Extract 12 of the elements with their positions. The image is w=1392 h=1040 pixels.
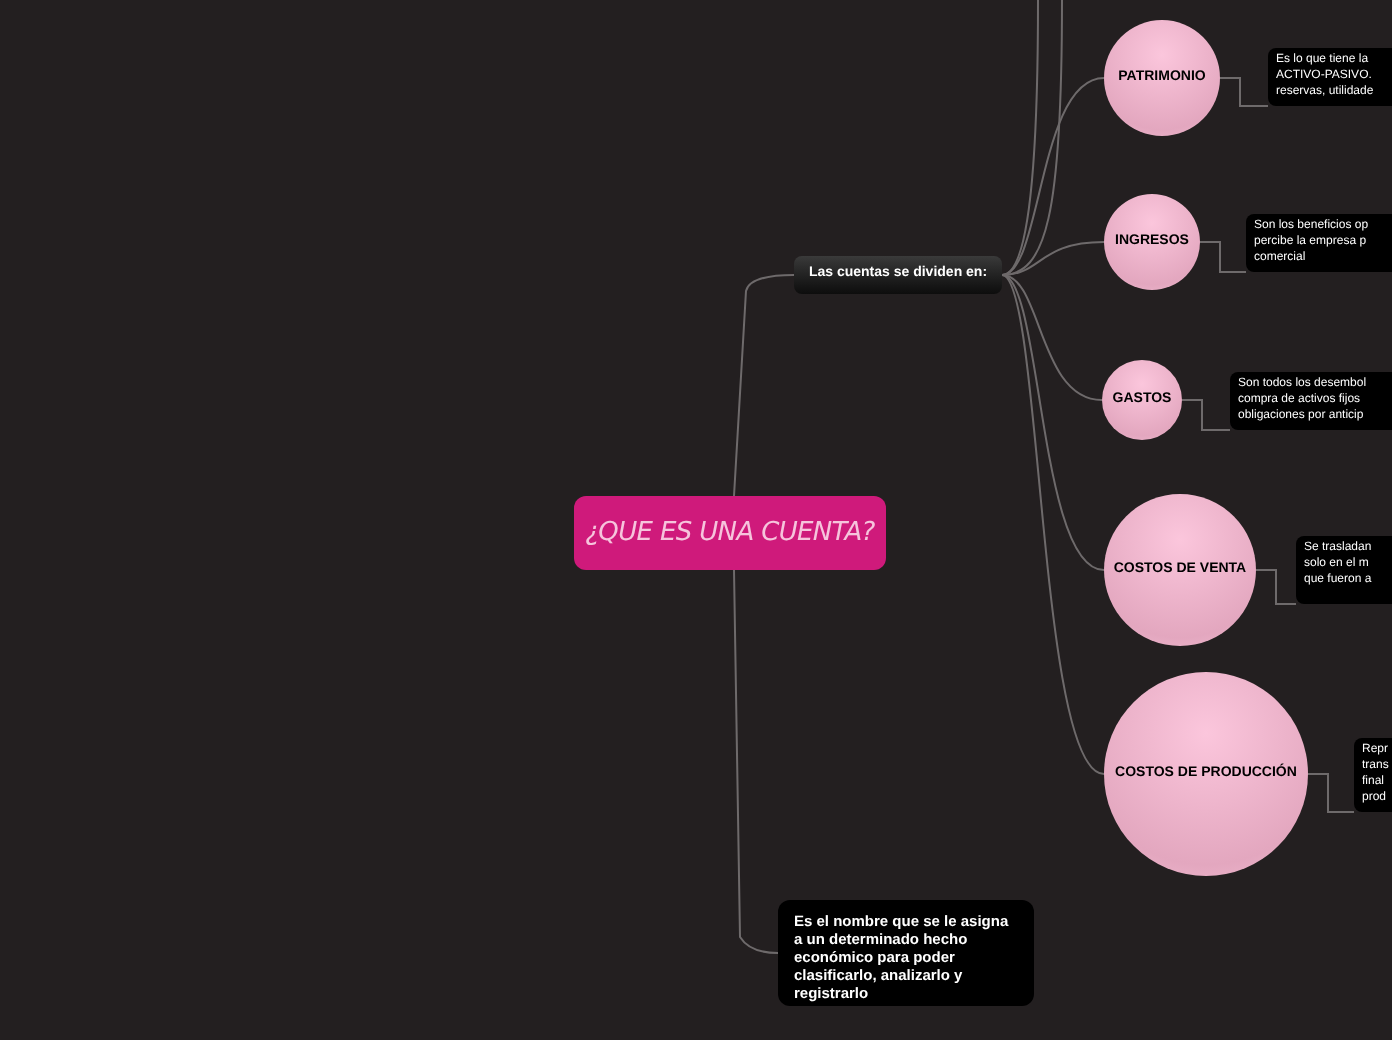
connector-line: [1001, 274, 1103, 401]
connector-line: [1199, 241, 1247, 273]
connector-line: [1307, 773, 1355, 813]
connector-line: [1219, 77, 1269, 107]
connector-line: [733, 569, 779, 954]
connector-line: [733, 274, 795, 497]
connector-line: [1001, 274, 1105, 775]
connector-line: [1001, 77, 1105, 276]
connector-line: [1181, 399, 1231, 431]
title-box: ¿QUE ES UNA CUENTA?: [574, 496, 886, 570]
connector-line: [1001, 274, 1105, 571]
connector-line: [1255, 569, 1297, 605]
